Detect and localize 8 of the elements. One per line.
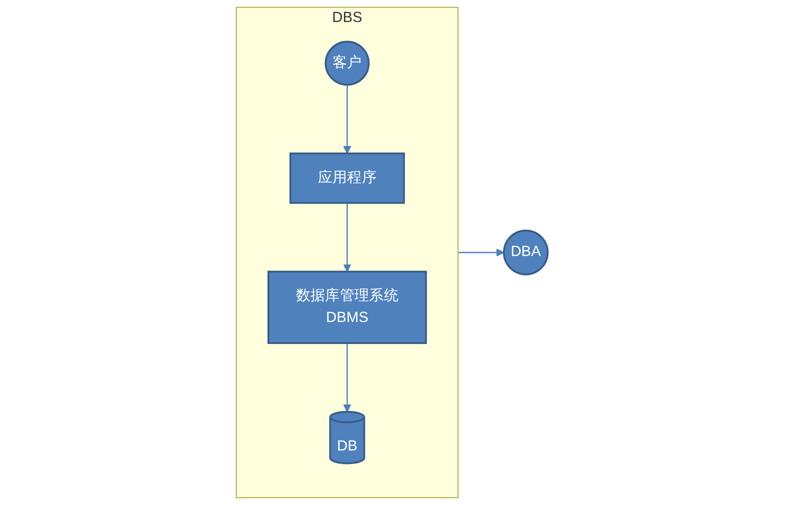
node-box: 应用程序 (290, 152, 406, 204)
node-circle: 客户 (325, 40, 370, 86)
node-circle: DBA (503, 230, 550, 276)
arrow (344, 343, 352, 412)
arrow (458, 248, 505, 257)
node-box: 数据库管理系统 DBMS (268, 270, 428, 344)
arrow (344, 84, 352, 154)
arrow (344, 202, 352, 272)
